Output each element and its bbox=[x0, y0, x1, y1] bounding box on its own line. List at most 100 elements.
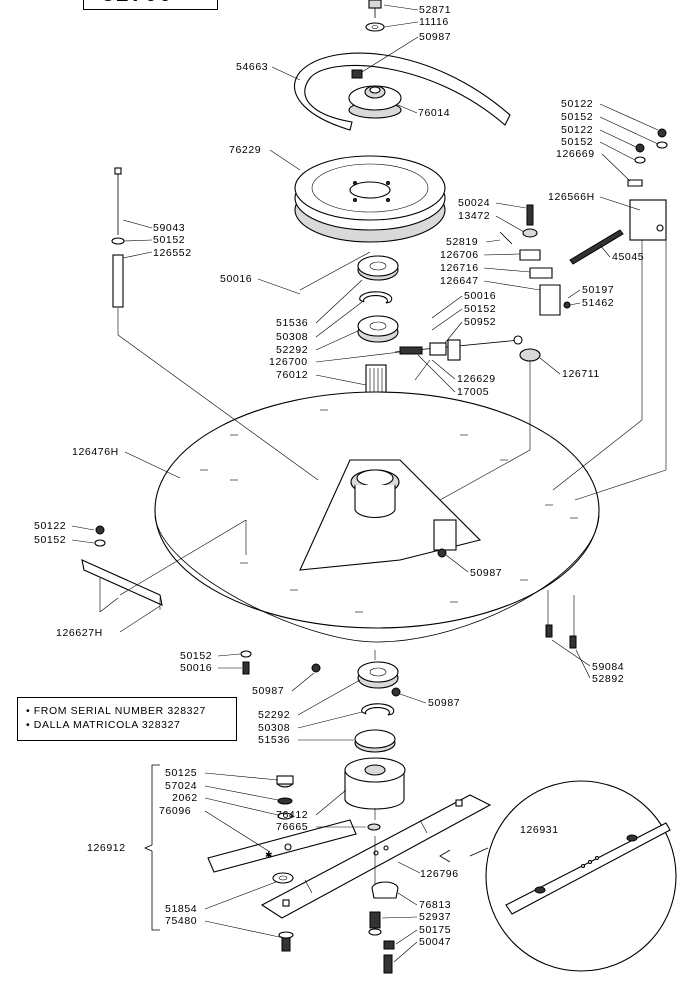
label-126627H: 126627H bbox=[56, 605, 161, 639]
svg-text:126931: 126931 bbox=[520, 824, 559, 836]
svg-text:126627H: 126627H bbox=[56, 627, 103, 639]
svg-text:50175: 50175 bbox=[419, 924, 451, 936]
label-52871: 52871 bbox=[383, 4, 451, 16]
bracket-126627H bbox=[81, 525, 163, 606]
svg-text:50197: 50197 bbox=[582, 284, 614, 296]
label-59084: 59084 bbox=[551, 639, 624, 673]
label-126716: 126716 bbox=[440, 262, 531, 274]
svg-text:50987: 50987 bbox=[419, 31, 451, 43]
svg-text:17005: 17005 bbox=[457, 386, 489, 398]
serial-note-box: • FROM SERIAL NUMBER 328327 • DALLA MATR… bbox=[17, 697, 237, 741]
hub-76014 bbox=[348, 85, 402, 119]
label-45045: 45045 bbox=[599, 244, 644, 263]
label-76012: 76012 bbox=[276, 369, 367, 386]
svg-text:52292: 52292 bbox=[276, 344, 308, 356]
label-50308-a: 50308 bbox=[276, 301, 363, 343]
label-52892: 52892 bbox=[575, 649, 624, 685]
label-51462: 51462 bbox=[569, 297, 614, 309]
svg-text:50047: 50047 bbox=[419, 936, 451, 948]
label-51536-a: 51536 bbox=[276, 279, 363, 329]
label-50152-a: 50152 bbox=[561, 111, 659, 145]
label-126931: 126931 bbox=[520, 824, 559, 836]
label-51854: 51854 bbox=[165, 881, 277, 915]
svg-text:126669: 126669 bbox=[556, 148, 595, 160]
label-50308-b: 50308 bbox=[258, 711, 363, 734]
svg-text:50152: 50152 bbox=[561, 136, 593, 148]
svg-text:50987: 50987 bbox=[428, 697, 460, 709]
bottom-bolt-stack bbox=[368, 881, 399, 974]
svg-text:50308: 50308 bbox=[276, 331, 308, 343]
svg-text:126716: 126716 bbox=[440, 262, 479, 274]
svg-text:126566H: 126566H bbox=[548, 191, 595, 203]
svg-text:52819: 52819 bbox=[446, 236, 478, 248]
svg-text:76665: 76665 bbox=[276, 821, 308, 833]
label-50152-e: 50152 bbox=[34, 534, 95, 546]
label-126552: 126552 bbox=[122, 247, 191, 259]
svg-text:126476H: 126476H bbox=[72, 446, 119, 458]
label-126706: 126706 bbox=[440, 249, 521, 261]
label-52819: 52819 bbox=[446, 236, 501, 248]
leader-lines bbox=[99, 240, 667, 885]
svg-text:54663: 54663 bbox=[236, 61, 268, 73]
belt-54663 bbox=[293, 52, 511, 131]
label-50987-c: 50987 bbox=[252, 672, 315, 697]
inset-126931 bbox=[439, 780, 677, 972]
blade-126796 bbox=[260, 794, 492, 919]
callout-labels: 52871 11116 50987 54663 76014 50122 5015… bbox=[34, 4, 659, 963]
label-50047: 50047 bbox=[393, 936, 451, 963]
label-11116: 11116 bbox=[383, 16, 448, 28]
svg-text:50122: 50122 bbox=[561, 98, 593, 110]
svg-text:126700: 126700 bbox=[269, 356, 308, 368]
label-50987-b: 50987 bbox=[445, 554, 502, 579]
label-50122-c: 50122 bbox=[34, 520, 95, 532]
label-50016-c: 50016 bbox=[180, 662, 242, 674]
svg-text:50024: 50024 bbox=[458, 197, 490, 209]
serial-note-line-1: • FROM SERIAL NUMBER 328327 bbox=[26, 705, 206, 717]
label-126629: 126629 bbox=[431, 359, 495, 385]
svg-text:57024: 57024 bbox=[165, 780, 197, 792]
label-50152-d: 50152 bbox=[431, 303, 496, 331]
label-52292-a: 52292 bbox=[276, 329, 361, 356]
svg-text:50987: 50987 bbox=[252, 685, 284, 697]
svg-text:50308: 50308 bbox=[258, 722, 290, 734]
label-126912: 126912 bbox=[87, 842, 126, 854]
label-52292-b: 52292 bbox=[258, 679, 361, 721]
serial-note-line-2: • DALLA MATRICOLA 328327 bbox=[26, 719, 181, 731]
svg-text:76012: 76012 bbox=[276, 369, 308, 381]
svg-text:50987: 50987 bbox=[470, 567, 502, 579]
label-50016-a: 50016 bbox=[220, 273, 301, 295]
label-2062: 2062 bbox=[172, 792, 279, 816]
label-76096: 76096 bbox=[159, 805, 271, 853]
label-50024: 50024 bbox=[458, 197, 527, 209]
label-126669: 126669 bbox=[556, 148, 631, 182]
tensioner-group bbox=[499, 179, 667, 362]
svg-text:126711: 126711 bbox=[562, 368, 600, 380]
label-50152-f: 50152 bbox=[180, 650, 241, 662]
svg-text:51536: 51536 bbox=[258, 734, 290, 746]
label-52937: 52937 bbox=[381, 911, 451, 923]
label-50197: 50197 bbox=[567, 284, 614, 299]
diagram-title-box: 32700 bbox=[83, 0, 218, 10]
svg-text:50152: 50152 bbox=[180, 650, 212, 662]
label-50152-c: 50152 bbox=[123, 234, 185, 246]
deck-126476H bbox=[154, 391, 600, 643]
pulley-76229 bbox=[294, 155, 446, 243]
svg-text:76229: 76229 bbox=[229, 144, 261, 156]
label-76229: 76229 bbox=[229, 144, 301, 171]
svg-text:126647: 126647 bbox=[440, 275, 479, 287]
label-51536-b: 51536 bbox=[258, 734, 354, 746]
label-13472: 13472 bbox=[458, 210, 525, 233]
svg-text:52892: 52892 bbox=[592, 673, 624, 685]
label-50175: 50175 bbox=[395, 924, 451, 945]
label-126711: 126711 bbox=[539, 357, 600, 380]
svg-text:50152: 50152 bbox=[464, 303, 496, 315]
svg-text:50122: 50122 bbox=[561, 124, 593, 136]
svg-text:50016: 50016 bbox=[180, 662, 212, 674]
under-deck-hardware bbox=[240, 624, 577, 697]
blade-hub-76412 bbox=[344, 757, 406, 831]
svg-text:126912: 126912 bbox=[87, 842, 126, 854]
label-59043: 59043 bbox=[122, 219, 185, 234]
rod-126700 bbox=[394, 335, 523, 361]
svg-text:13472: 13472 bbox=[458, 210, 490, 222]
svg-text:51854: 51854 bbox=[165, 903, 197, 915]
